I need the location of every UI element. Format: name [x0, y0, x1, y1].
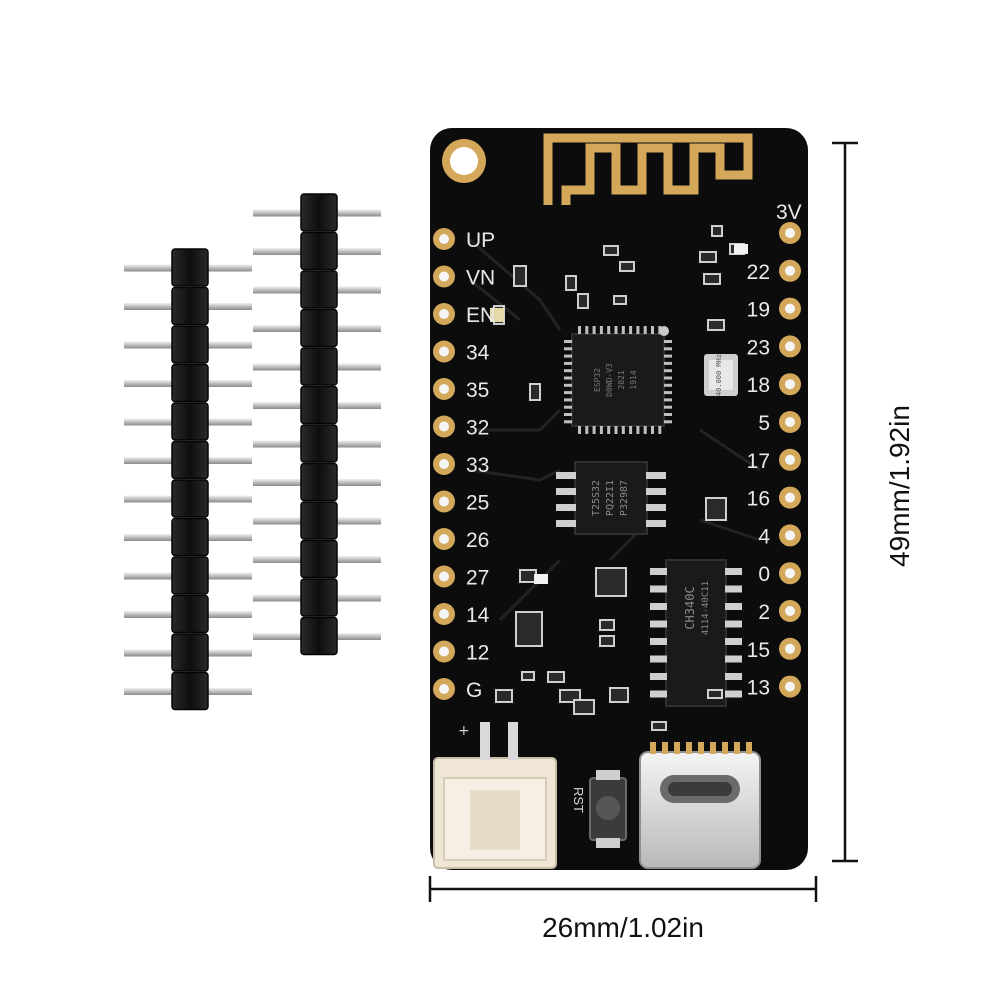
esp32-chip: ESP32 D0WD-V3 2021 1914 [564, 326, 672, 434]
pin-label-right: 23 [747, 336, 770, 359]
header-block [300, 462, 338, 502]
pin-label-right: 4 [758, 525, 770, 548]
pin-label-left: G [466, 679, 482, 702]
pin-label-left: VN [466, 267, 495, 290]
pin-label-left: 14 [466, 604, 490, 627]
right-pin-pads [779, 222, 801, 698]
header-block [300, 308, 338, 348]
header-block [300, 193, 338, 232]
pin-header-left [124, 248, 252, 711]
pin-label-right: 19 [747, 299, 770, 322]
chip-text-1: ESP32 [593, 368, 602, 392]
usb-serial-chip: CH340C 4114-40C11 [650, 559, 742, 707]
header-block [171, 556, 209, 595]
header-block [171, 671, 209, 711]
header-block [300, 231, 338, 271]
header-block [300, 501, 338, 540]
status-led [734, 244, 748, 254]
header-block [171, 325, 209, 364]
pin-label-right: 17 [747, 450, 770, 473]
reset-button[interactable] [589, 770, 627, 848]
pin-label-right: 5 [758, 412, 770, 435]
header-block [171, 633, 209, 672]
left-pin-labels: UP VN EN 34 35 32 33 25 26 27 14 12G [466, 229, 495, 702]
header-block [300, 616, 338, 656]
usb-c-port[interactable] [639, 742, 761, 869]
height-dimension-label: 49mm/1.92in [884, 405, 915, 567]
left-pin-pads [433, 228, 455, 700]
antenna-trace [543, 133, 753, 205]
pin-label-left: 25 [466, 492, 489, 515]
header-block [300, 424, 338, 463]
usb-chip-text-2: 4114-40C11 [701, 581, 711, 635]
crystal-oscillator: 40.000 MHz [704, 354, 738, 396]
pin-label-left: 26 [466, 529, 489, 552]
pin-label-left: UP [466, 229, 495, 252]
flash-text-3: P32987 [619, 480, 630, 516]
pin-label-left: 12 [466, 642, 489, 665]
pin-label-right: 15 [747, 639, 770, 662]
battery-connector: + [433, 722, 557, 869]
pin-label-right: 16 [747, 488, 770, 511]
flash-text-1: T25S32 [591, 480, 602, 516]
width-dimension-label: 26mm/1.02in [542, 912, 704, 943]
header-block [300, 347, 338, 386]
header-block [300, 578, 338, 617]
flash-text-2: PQ22I1 [605, 480, 616, 516]
header-block [171, 479, 209, 518]
header-block [300, 539, 338, 579]
crystal-label: 40.000 MHz [715, 354, 723, 396]
header-block [171, 286, 209, 326]
pin-label-left: EN [466, 304, 495, 327]
header-block [300, 270, 338, 309]
chip-text-4: 1914 [629, 370, 638, 389]
pin-label-left: 35 [466, 379, 489, 402]
pin-label-right: 3V [776, 201, 802, 224]
chip-text-2: D0WD-V3 [605, 363, 614, 397]
header-block [171, 440, 209, 480]
pcb-board: ESP32 D0WD-V3 2021 1914 T25S32 PQ22I1 P3… [430, 128, 808, 870]
pin-label-right: 13 [747, 677, 770, 700]
pin-label-left: 27 [466, 567, 489, 590]
width-dimension-line [428, 876, 818, 902]
pin-header-right [253, 193, 381, 656]
right-pin-labels: 3V 22 19 23 18 5 17 16 4 0 2 15 13 [747, 201, 802, 700]
header-block [171, 594, 209, 634]
usb-chip-text-1: CH340C [683, 586, 697, 629]
flash-chip: T25S32 PQ22I1 P32987 [556, 461, 666, 535]
pin-label-left: 33 [466, 454, 489, 477]
header-block [171, 363, 209, 403]
header-block [171, 248, 209, 287]
height-dimension-line [832, 141, 858, 863]
header-block [300, 385, 338, 425]
pin-label-left: 32 [466, 417, 489, 440]
plus-label: + [458, 723, 470, 739]
header-block [171, 402, 209, 441]
chip-text-3: 2021 [617, 370, 626, 389]
reset-label: RST [571, 787, 586, 813]
pin-label-right: 18 [747, 374, 770, 397]
header-block [171, 517, 209, 557]
pin-label-right: 0 [758, 563, 770, 586]
pin-label-right: 22 [747, 261, 770, 284]
power-led [534, 574, 548, 584]
pin-label-left: 34 [466, 342, 490, 365]
pin-label-right: 2 [758, 601, 770, 624]
smd-components [490, 225, 748, 731]
